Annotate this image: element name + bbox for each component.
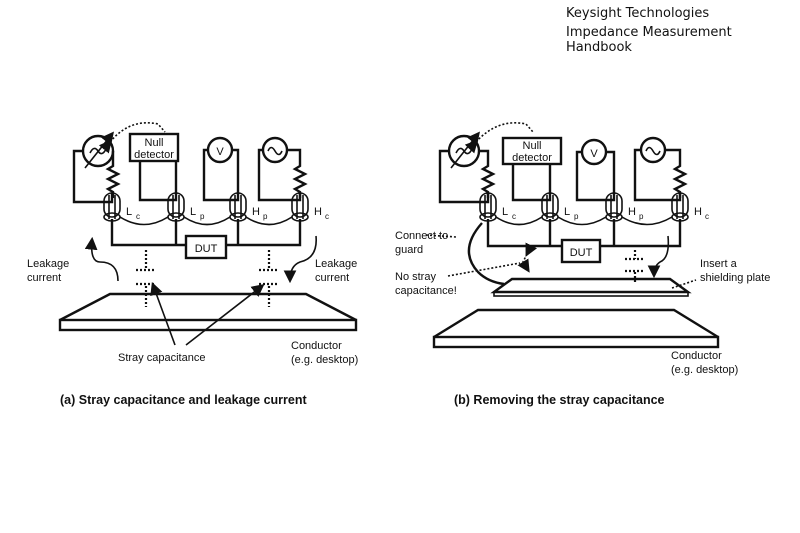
header-company: Keysight Technologies bbox=[566, 6, 710, 21]
svg-text:(e.g. desktop): (e.g. desktop) bbox=[291, 354, 358, 366]
null-detector-box bbox=[128, 132, 180, 163]
stray-capacitor-right-icon bbox=[625, 250, 645, 282]
svg-text:current: current bbox=[27, 272, 61, 284]
svg-text:current: current bbox=[315, 272, 349, 284]
ammeter-icon bbox=[447, 131, 481, 169]
header-handbook-title: Impedance Measurement Handbook bbox=[566, 25, 732, 55]
stray-capacitance-label: Stray capacitance bbox=[118, 352, 205, 364]
guard-wire bbox=[467, 222, 505, 286]
stray-capacitor-right-icon bbox=[259, 250, 279, 307]
insert-shielding-plate-label: Insert a bbox=[700, 258, 738, 270]
diagram-b: Null detector V L c L p H p H c DUT bbox=[395, 122, 770, 407]
terminal-label-lc: L bbox=[502, 206, 508, 218]
ammeter-icon bbox=[81, 131, 115, 169]
svg-text:shielding plate: shielding plate bbox=[700, 272, 770, 284]
svg-text:guard: guard bbox=[395, 244, 423, 256]
conductor-label: Conductor bbox=[671, 350, 722, 362]
dut-box bbox=[560, 238, 602, 264]
conductor-plate bbox=[58, 318, 358, 332]
caption-b: (b) Removing the stray capacitance bbox=[454, 393, 665, 407]
svg-text:p: p bbox=[200, 212, 205, 221]
dut-box bbox=[184, 234, 228, 260]
dut-label: DUT bbox=[195, 243, 218, 255]
conductor-plate bbox=[432, 335, 720, 349]
svg-text:capacitance!: capacitance! bbox=[395, 285, 457, 297]
conductor-label: Conductor bbox=[291, 340, 342, 352]
svg-text:p: p bbox=[574, 212, 579, 221]
stray-capacitor-left-icon bbox=[136, 250, 156, 307]
terminal-label-lp: L bbox=[564, 206, 570, 218]
terminal-label-hp: H bbox=[252, 206, 260, 218]
terminal-label-hp: H bbox=[628, 206, 636, 218]
terminal-label-hc: H bbox=[314, 206, 322, 218]
leakage-arrow-right bbox=[283, 235, 317, 284]
null-detector-box bbox=[501, 136, 563, 166]
connect-to-guard-label: Connect to bbox=[395, 230, 448, 242]
leakage-current-label-right: Leakage bbox=[315, 258, 357, 270]
svg-text:detector: detector bbox=[512, 152, 552, 164]
svg-text:p: p bbox=[639, 212, 644, 221]
terminal-label-lc: L bbox=[126, 206, 132, 218]
null-detector-label: Null bbox=[145, 137, 164, 149]
terminal-label-hc: H bbox=[694, 206, 702, 218]
svg-text:V: V bbox=[216, 146, 224, 158]
svg-text:c: c bbox=[705, 212, 709, 221]
dut-label: DUT bbox=[570, 247, 593, 259]
leakage-arrow-left bbox=[84, 236, 119, 282]
svg-text:p: p bbox=[263, 212, 268, 221]
null-detector-label: Null bbox=[523, 140, 542, 152]
svg-text:c: c bbox=[325, 212, 329, 221]
shielding-plate bbox=[490, 277, 692, 294]
no-stray-capacitance-label: No stray bbox=[395, 271, 436, 283]
svg-text:detector: detector bbox=[134, 149, 174, 161]
diagram-a: Null detector V L c L p H p H c DUT bbox=[27, 122, 358, 407]
caption-a: (a) Stray capacitance and leakage curren… bbox=[60, 393, 307, 407]
svg-text:V: V bbox=[590, 148, 598, 160]
svg-text:c: c bbox=[136, 212, 140, 221]
svg-text:c: c bbox=[512, 212, 516, 221]
svg-text:(e.g. desktop): (e.g. desktop) bbox=[671, 364, 738, 376]
terminal-label-lp: L bbox=[190, 206, 196, 218]
leakage-current-label-left: Leakage bbox=[27, 258, 69, 270]
